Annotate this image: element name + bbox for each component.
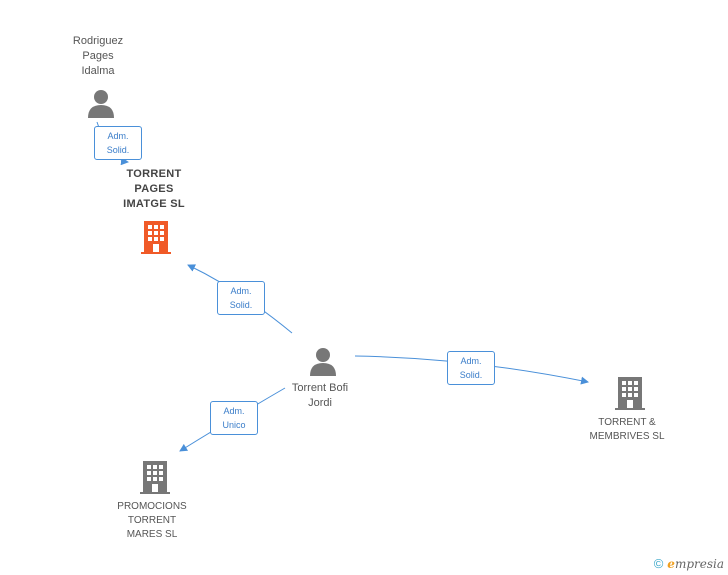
node-label-line: Torrent Bofi bbox=[291, 382, 349, 394]
node-label-rodriguez: Rodriguez Pages Idalma bbox=[73, 34, 123, 79]
edge-badge-line: Adm. bbox=[223, 406, 245, 416]
copyright-icon: © bbox=[653, 556, 664, 571]
person-icon[interactable] bbox=[86, 88, 116, 118]
edge-badge-line: Unico bbox=[222, 420, 246, 430]
node-label-line: Pages bbox=[82, 50, 114, 62]
node-label-torrent-membrives: TORRENT & MEMBRIVES SL bbox=[589, 416, 664, 444]
building-icon[interactable] bbox=[139, 460, 171, 494]
node-label-line: TORRENT bbox=[127, 515, 177, 526]
node-label-torrent-bofi: Torrent Bofi Jordi bbox=[292, 381, 348, 411]
node-label-line: Idalma bbox=[81, 65, 115, 77]
node-label-promocions: PROMOCIONS TORRENT MARES SL bbox=[117, 500, 186, 542]
edge-badge-bofi-pages[interactable]: Adm. Solid. bbox=[217, 281, 265, 315]
node-label-line: TORRENT bbox=[126, 168, 182, 180]
node-label-line: PROMOCIONS bbox=[117, 501, 187, 512]
node-label-line: PAGES bbox=[134, 183, 174, 195]
building-icon-main[interactable] bbox=[140, 220, 172, 254]
node-label-line: TORRENT & bbox=[598, 417, 656, 428]
edge-badge-line: Adm. bbox=[107, 131, 129, 141]
edge-badge-bofi-membrives[interactable]: Adm. Solid. bbox=[447, 351, 495, 385]
node-label-line: IMATGE SL bbox=[123, 198, 185, 210]
edge-badge-bofi-promocions[interactable]: Adm. Unico bbox=[210, 401, 258, 435]
edge-badge-rodriguez[interactable]: Adm. Solid. bbox=[94, 126, 142, 160]
building-icon[interactable] bbox=[614, 376, 646, 410]
brand-rest: mpresia bbox=[674, 556, 724, 571]
person-icon[interactable] bbox=[308, 346, 338, 376]
edge-badge-line: Solid. bbox=[229, 300, 253, 310]
edge-badge-line: Adm. bbox=[460, 356, 482, 366]
edge-badge-line: Solid. bbox=[106, 145, 130, 155]
node-label-line: MEMBRIVES SL bbox=[589, 431, 665, 442]
node-label-line: MARES SL bbox=[126, 529, 178, 540]
brand-initial: e bbox=[667, 556, 675, 571]
node-label-torrent-pages: TORRENT PAGES IMATGE SL bbox=[123, 167, 185, 212]
edge-badge-line: Adm. bbox=[230, 286, 252, 296]
node-label-line: Rodriguez bbox=[72, 35, 124, 47]
footer-brand: © empresia bbox=[654, 556, 724, 571]
edge-badge-line: Solid. bbox=[459, 370, 483, 380]
node-label-line: Jordi bbox=[308, 397, 332, 409]
brand-logo[interactable]: empresia bbox=[667, 557, 724, 571]
